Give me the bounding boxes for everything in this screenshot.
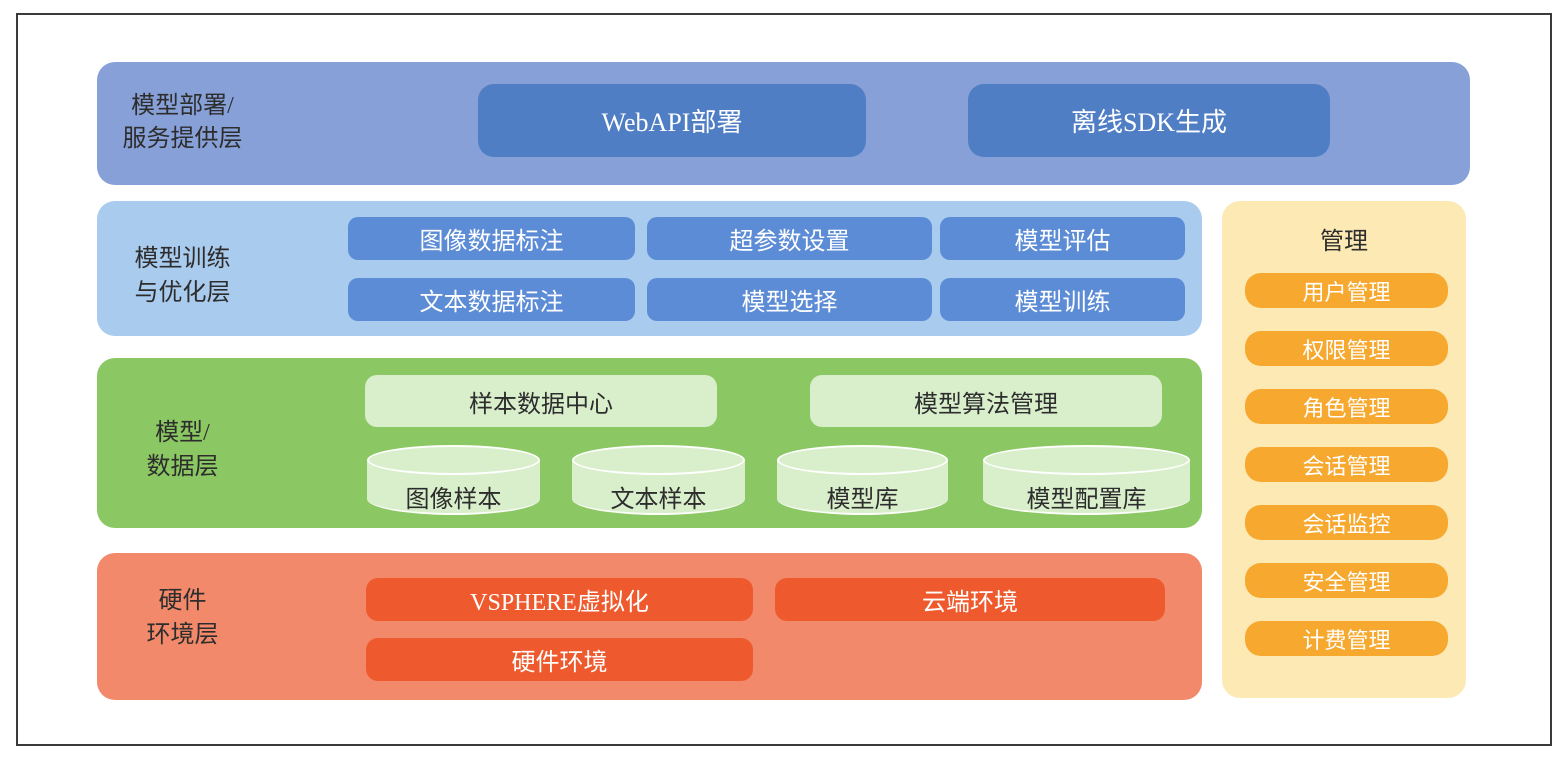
cylinder-text-samples: 文本样本 — [572, 445, 745, 515]
cylinder-text-samples-label: 文本样本 — [610, 487, 707, 513]
layer-model-data-label-line2: 数据层 — [146, 454, 219, 480]
node-model-algorithm-mgmt: 模型算法管理 — [810, 375, 1162, 427]
node-session-management: 会话管理 — [1245, 447, 1448, 482]
node-model-selection: 模型选择 — [647, 278, 932, 321]
node-image-annotation: 图像数据标注 — [348, 217, 635, 260]
layer-model-data-label-line1: 模型/ — [155, 420, 210, 446]
cylinder-model-repo-label: 模型库 — [826, 487, 899, 513]
layer-hardware-label: 硬件 环境层 — [100, 584, 265, 652]
node-model-training: 模型训练 — [940, 278, 1185, 321]
node-cloud-environment: 云端环境 — [775, 578, 1165, 621]
layer-training-label-line2: 与优化层 — [134, 280, 231, 306]
node-model-evaluation: 模型评估 — [940, 217, 1185, 260]
node-role-management: 角色管理 — [1245, 389, 1448, 424]
node-billing-management: 计费管理 — [1245, 621, 1448, 656]
node-text-annotation: 文本数据标注 — [348, 278, 635, 321]
node-sample-data-center: 样本数据中心 — [365, 375, 717, 427]
cylinder-top-ellipse — [367, 445, 540, 475]
layer-deployment-label-line2: 服务提供层 — [122, 126, 243, 152]
cylinder-top-ellipse — [983, 445, 1190, 475]
node-vsphere-virtualization: VSPHERE虚拟化 — [366, 578, 753, 621]
node-webapi-deploy: WebAPI部署 — [478, 84, 866, 157]
layer-training-label-line1: 模型训练 — [134, 246, 231, 272]
cylinder-top-ellipse — [572, 445, 745, 475]
cylinder-image-samples: 图像样本 — [367, 445, 540, 515]
node-permission-management: 权限管理 — [1245, 331, 1448, 366]
layer-model-data-label: 模型/ 数据层 — [100, 416, 265, 484]
layer-deployment-label: 模型部署/ 服务提供层 — [100, 90, 265, 156]
node-offline-sdk: 离线SDK生成 — [968, 84, 1330, 157]
layer-training-label: 模型训练 与优化层 — [100, 242, 265, 310]
layer-hardware-label-line2: 环境层 — [146, 622, 219, 648]
node-hardware-environment: 硬件环境 — [366, 638, 753, 681]
node-hyperparameter-setting: 超参数设置 — [647, 217, 932, 260]
management-panel-title: 管理 — [1320, 229, 1368, 255]
cylinder-model-config-repo: 模型配置库 — [983, 445, 1190, 515]
node-security-management: 安全管理 — [1245, 563, 1448, 598]
cylinder-model-config-repo-label: 模型配置库 — [1026, 487, 1147, 513]
layer-hardware-label-line1: 硬件 — [158, 588, 207, 614]
cylinder-top-ellipse — [777, 445, 948, 475]
cylinder-model-repo: 模型库 — [777, 445, 948, 515]
cylinder-image-samples-label: 图像样本 — [405, 487, 502, 513]
node-user-management: 用户管理 — [1245, 273, 1448, 308]
node-session-monitoring: 会话监控 — [1245, 505, 1448, 540]
layer-deployment-label-line1: 模型部署/ — [131, 93, 234, 119]
